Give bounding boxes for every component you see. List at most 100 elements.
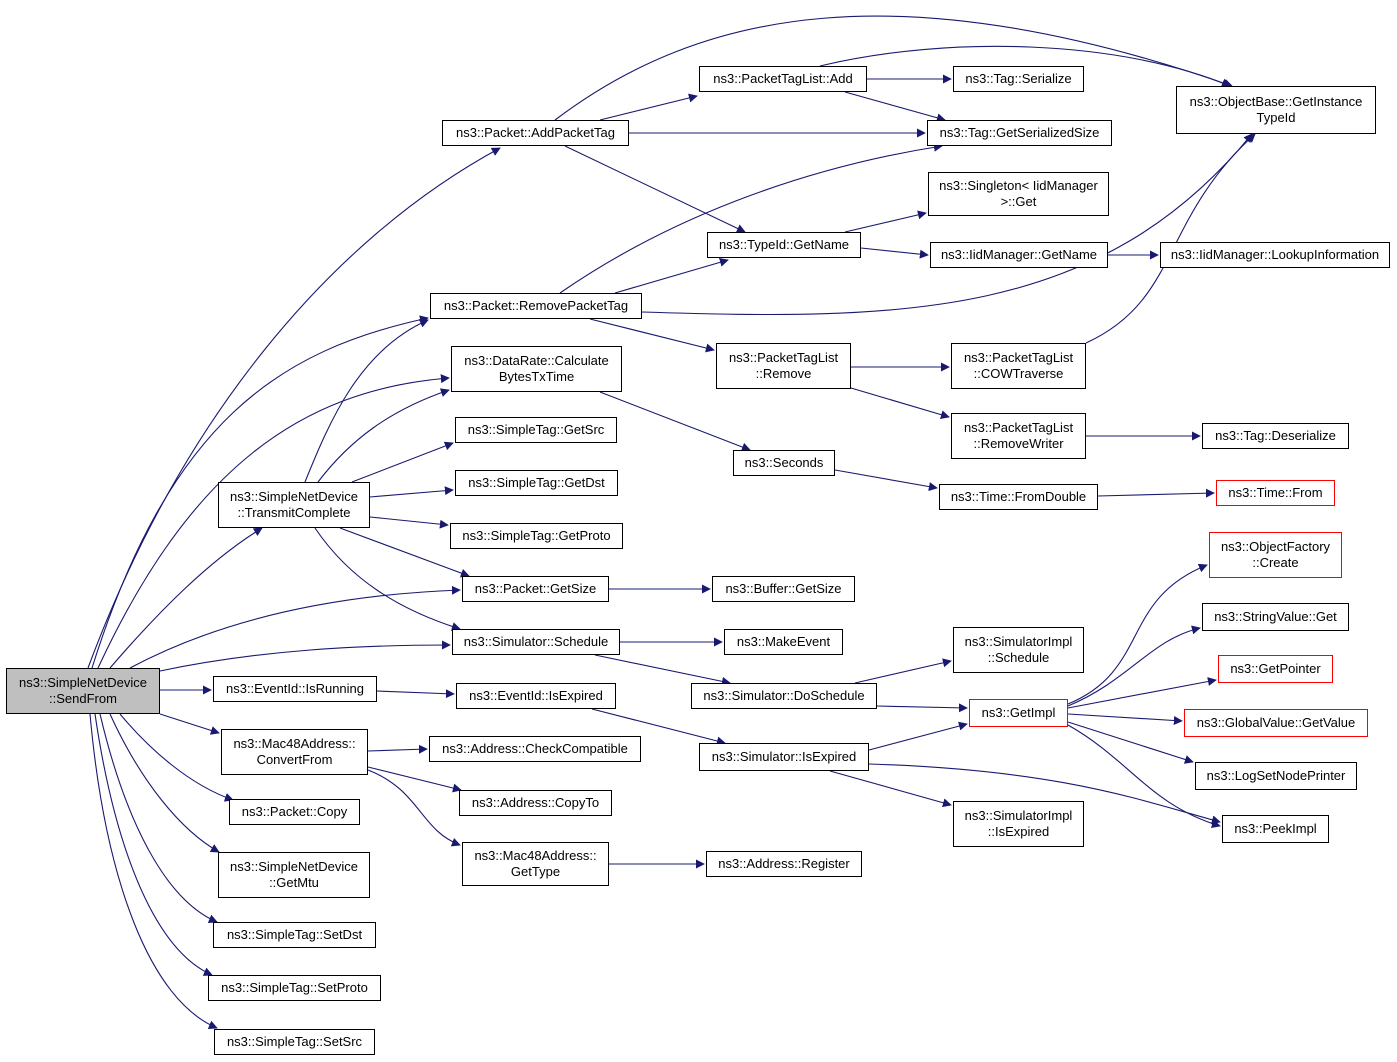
node-mac48address-gettype[interactable]: ns3::Mac48Address:: GetType: [462, 842, 609, 886]
node-simplenetdevice-transmitcomplete[interactable]: ns3::SimpleNetDevice ::TransmitComplete: [218, 482, 370, 528]
node-objectfactory-create[interactable]: ns3::ObjectFactory ::Create: [1209, 532, 1342, 578]
node-simpletag-setsrc[interactable]: ns3::SimpleTag::SetSrc: [214, 1029, 375, 1055]
node-simulator-isexpired[interactable]: ns3::Simulator::IsExpired: [699, 743, 869, 771]
edge-calcbytes-to-seconds: [599, 391, 751, 452]
edge-schedule-to-doschedule: [594, 654, 731, 686]
node-stringvalue-get[interactable]: ns3::StringValue::Get: [1202, 603, 1349, 631]
edge-fromdouble-to-timefrom: [1097, 488, 1215, 498]
edge-transmitcomplete-to-getsize: [339, 527, 470, 578]
node-iidmanager-getname[interactable]: ns3::IidManager::GetName: [930, 242, 1108, 268]
edge-sendfrom-to-convertfrom: [159, 713, 220, 735]
node-simpletag-getsrc[interactable]: ns3::SimpleTag::GetSrc: [455, 417, 617, 443]
edge-sendfrom-to-calcbytes: [97, 374, 450, 669]
node-simulatorimpl-schedule[interactable]: ns3::SimulatorImpl ::Schedule: [953, 627, 1084, 673]
node-typeid-getname[interactable]: ns3::TypeId::GetName: [707, 232, 861, 258]
edge-getimpl-to-peekimpl: [1067, 724, 1221, 828]
node-time-from[interactable]: ns3::Time::From: [1216, 480, 1335, 506]
node-objectbase-getinstancetypeid[interactable]: ns3::ObjectBase::GetInstance TypeId: [1176, 86, 1376, 134]
edge-sendfrom-to-copy: [119, 713, 234, 802]
node-globalvalue-getvalue[interactable]: ns3::GlobalValue::GetValue: [1184, 709, 1368, 737]
edge-typeidgetname-to-iidgetname: [860, 247, 929, 259]
node-address-checkcompatible[interactable]: ns3::Address::CheckCompatible: [429, 736, 641, 762]
edge-removepackettag-to-typeidgetname: [614, 257, 729, 294]
edge-transmitcomplete-to-getdst: [369, 486, 454, 498]
node-simpletag-getproto[interactable]: ns3::SimpleTag::GetProto: [450, 523, 623, 549]
node-packet-addpackettag[interactable]: ns3::Packet::AddPacketTag: [442, 120, 629, 146]
edge-removepackettag-to-packettaglistremove: [589, 318, 715, 353]
edge-addpackettag-to-typeidgetname: [564, 145, 746, 233]
edge-packettaglistadd-to-getserializedsize: [844, 91, 946, 123]
node-eventid-isexpired[interactable]: ns3::EventId::IsExpired: [456, 683, 616, 709]
edge-addpackettag-to-getinstancetypeid: [554, 15, 1233, 121]
edge-sendfrom-to-setdst: [99, 713, 218, 923]
node-packettaglist-remove[interactable]: ns3::PacketTagList ::Remove: [716, 343, 851, 389]
node-packettaglist-cowtraverse[interactable]: ns3::PacketTagList ::COWTraverse: [951, 343, 1086, 389]
node-simpletag-getdst[interactable]: ns3::SimpleTag::GetDst: [455, 470, 618, 496]
edge-removepackettag-to-getinstancetypeid: [641, 133, 1253, 316]
node-address-copyto[interactable]: ns3::Address::CopyTo: [459, 790, 612, 816]
node-eventid-isrunning[interactable]: ns3::EventId::IsRunning: [213, 676, 377, 702]
node-packettaglist-add[interactable]: ns3::PacketTagList::Add: [699, 66, 867, 92]
node-peekimpl[interactable]: ns3::PeekImpl: [1222, 815, 1329, 843]
node-simulator-doschedule[interactable]: ns3::Simulator::DoSchedule: [691, 683, 877, 709]
node-datarate-calculatebytestxtime[interactable]: ns3::DataRate::Calculate BytesTxTime: [451, 346, 622, 392]
node-simpletag-setdst[interactable]: ns3::SimpleTag::SetDst: [213, 922, 376, 948]
edge-convertfrom-to-copyto: [367, 766, 462, 793]
node-address-register[interactable]: ns3::Address::Register: [706, 851, 862, 877]
edge-simisexpired-to-getimpl: [868, 721, 968, 751]
node-tag-deserialize[interactable]: ns3::Tag::Deserialize: [1202, 423, 1349, 449]
node-seconds[interactable]: ns3::Seconds: [733, 450, 835, 476]
node-simulatorimpl-isexpired[interactable]: ns3::SimulatorImpl ::IsExpired: [953, 801, 1084, 847]
edge-transmitcomplete-to-getsrc: [351, 441, 454, 483]
node-simpletag-setproto[interactable]: ns3::SimpleTag::SetProto: [208, 975, 381, 1001]
node-simplenetdevice-sendfrom: ns3::SimpleNetDevice ::SendFrom: [6, 668, 160, 714]
node-packet-removepackettag[interactable]: ns3::Packet::RemovePacketTag: [430, 293, 642, 319]
edge-sendfrom-to-transmitcomplete: [109, 527, 263, 669]
node-makeevent[interactable]: ns3::MakeEvent: [724, 629, 843, 655]
edge-iseexpired-to-simisexpired: [591, 708, 726, 746]
node-packet-getsize[interactable]: ns3::Packet::GetSize: [462, 576, 609, 602]
edge-seconds-to-fromdouble: [834, 469, 938, 492]
node-tag-serialize[interactable]: ns3::Tag::Serialize: [953, 66, 1084, 92]
edge-transmitcomplete-to-getproto: [369, 516, 449, 529]
edge-isrunning-to-iseexpired: [376, 689, 455, 699]
edge-getimpl-to-objectfactorycreate: [1067, 563, 1208, 705]
edge-transmitcomplete-to-calcbytes: [317, 388, 450, 483]
edge-getimpl-to-stringvalueget: [1067, 625, 1201, 707]
edge-sendfrom-to-setsrc: [89, 713, 218, 1030]
node-getpointer[interactable]: ns3::GetPointer: [1218, 655, 1333, 683]
edge-getimpl-to-getpointer: [1067, 677, 1217, 709]
node-simulator-schedule[interactable]: ns3::Simulator::Schedule: [452, 629, 620, 655]
edge-doschedule-to-implschedule: [854, 658, 952, 684]
edge-sendfrom-to-removepackettag: [91, 315, 429, 669]
node-logsetnodeprinter[interactable]: ns3::LogSetNodePrinter: [1195, 762, 1357, 790]
node-singleton-iidmanager-get[interactable]: ns3::Singleton< IidManager >::Get: [928, 172, 1109, 216]
edge-sendfrom-to-addpackettag: [87, 147, 501, 669]
node-time-fromdouble[interactable]: ns3::Time::FromDouble: [939, 484, 1098, 510]
edge-sendfrom-to-getsize: [129, 585, 461, 669]
edge-cowtraverse-to-getinstancetypeid: [1085, 133, 1256, 344]
edge-transmitcomplete-to-schedule: [314, 527, 461, 631]
edge-packettaglistadd-to-getinstancetypeid: [819, 45, 1231, 88]
node-getimpl[interactable]: ns3::GetImpl: [969, 699, 1068, 727]
edge-doschedule-to-getimpl: [876, 703, 968, 713]
edge-convertfrom-to-gettype: [367, 769, 461, 847]
edge-typeidgetname-to-singletonget: [844, 210, 927, 233]
edge-getimpl-to-logsetnodeprinter: [1067, 721, 1194, 764]
node-buffer-getsize[interactable]: ns3::Buffer::GetSize: [712, 576, 855, 602]
edge-sendfrom-to-schedule: [159, 640, 451, 672]
node-packettaglist-removewriter[interactable]: ns3::PacketTagList ::RemoveWriter: [951, 413, 1086, 459]
edge-packettaglistremove-to-removewriter: [850, 387, 950, 420]
node-mac48address-convertfrom[interactable]: ns3::Mac48Address:: ConvertFrom: [221, 729, 368, 775]
node-tag-getserializedsize[interactable]: ns3::Tag::GetSerializedSize: [927, 120, 1112, 146]
edge-sendfrom-to-setproto: [94, 713, 213, 976]
node-iidmanager-lookupinformation[interactable]: ns3::IidManager::LookupInformation: [1160, 242, 1390, 268]
edge-convertfrom-to-checkcompatible: [367, 744, 428, 754]
edge-getimpl-to-globalvaluegetvalue: [1067, 713, 1183, 725]
node-packet-copy[interactable]: ns3::Packet::Copy: [229, 799, 360, 825]
edge-transmitcomplete-to-removepackettag: [304, 319, 429, 483]
node-simplenetdevice-getmtu[interactable]: ns3::SimpleNetDevice ::GetMtu: [218, 852, 370, 898]
edge-removepackettag-to-getserializedsize: [559, 142, 943, 294]
